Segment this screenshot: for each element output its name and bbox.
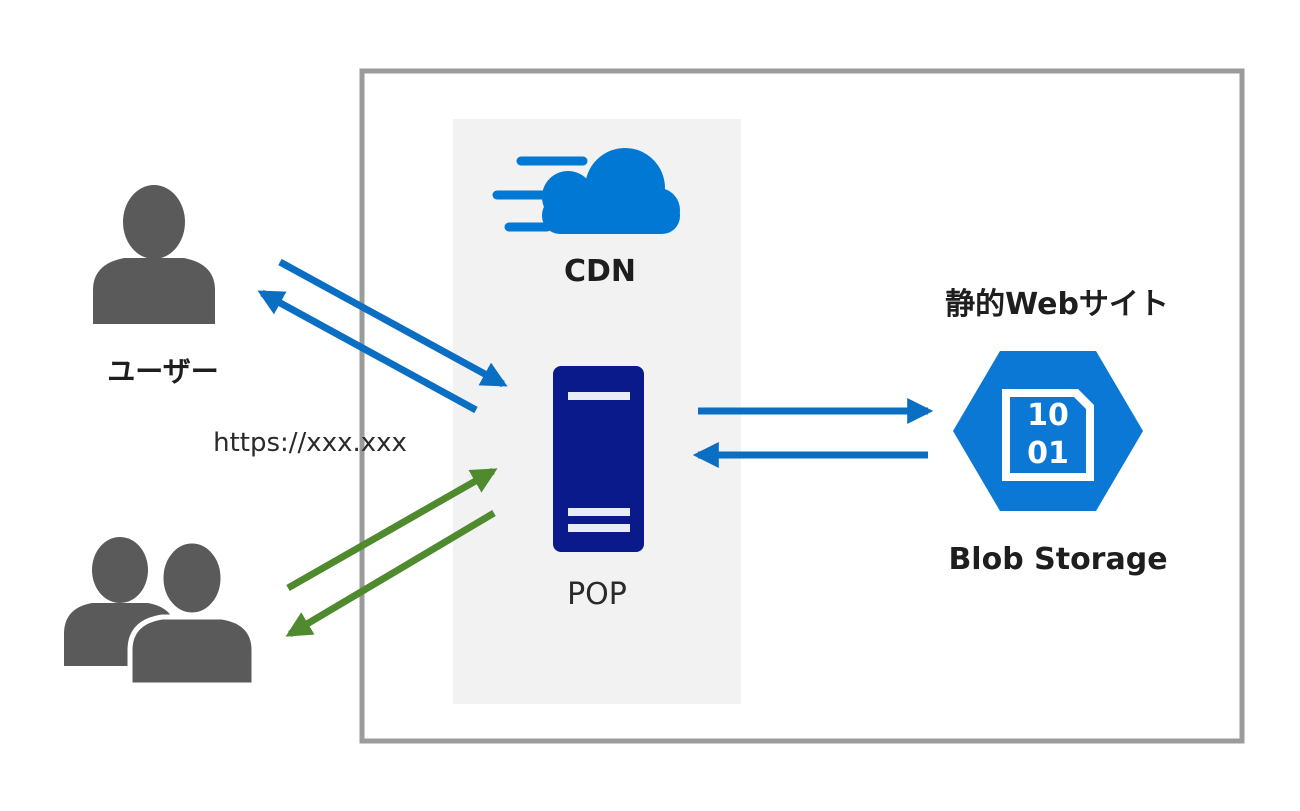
people-group-icon xyxy=(64,537,257,688)
blob-storage-label: Blob Storage xyxy=(948,542,1167,577)
arrow-group-to-pop xyxy=(286,467,498,592)
arrow-pop-to-group xyxy=(285,509,496,638)
blob-icon-text-bottom: 01 xyxy=(1027,436,1069,471)
arrow-user-to-pop xyxy=(278,258,508,388)
static-website-label: 静的Webサイト xyxy=(945,287,1169,322)
url-label: https://xxx.xxx xyxy=(213,428,407,458)
person-icon xyxy=(93,185,215,324)
user-label: ユーザー xyxy=(107,355,218,388)
cdn-label: CDN xyxy=(564,254,636,289)
arrow-pop-to-user xyxy=(257,289,478,414)
cdn-cloud-icon xyxy=(492,148,680,234)
blob-icon-text-top: 10 xyxy=(1027,398,1069,433)
pop-label: POP xyxy=(567,577,627,612)
blob-storage-icon: 10 01 xyxy=(953,351,1143,511)
server-icon xyxy=(553,366,644,552)
